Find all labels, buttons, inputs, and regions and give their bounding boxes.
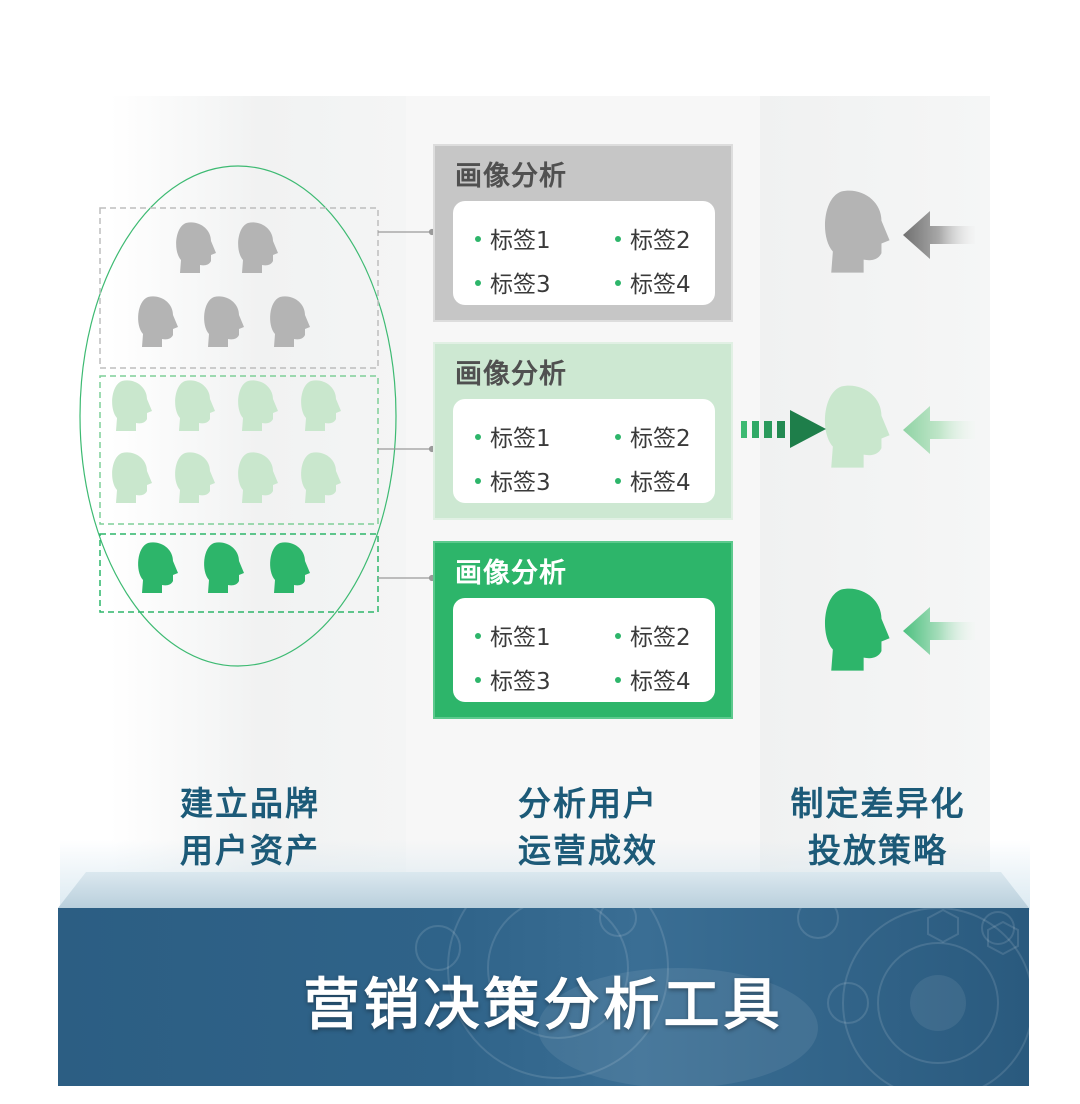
tag-item: 标签2: [615, 221, 691, 255]
head-icon: [204, 296, 244, 347]
head-icon: [238, 452, 278, 503]
head-icon: [301, 380, 341, 431]
base-platform-top: [58, 872, 1029, 908]
incoming-arrows: [903, 211, 975, 655]
head-icon: [138, 542, 178, 593]
arrow-left-icon: [903, 406, 975, 454]
profile-analysis-card-green: 画像分析 标签1 标签2 标签3 标签4: [433, 541, 733, 719]
arrow-left-icon: [903, 211, 975, 259]
head-icon: [301, 452, 341, 503]
head-icon: [824, 190, 890, 273]
head-icon: [175, 380, 215, 431]
head-icon: [238, 222, 278, 273]
tech-background-graphic: [415, 908, 1029, 1086]
segment-box-gray: [99, 207, 379, 369]
head-icon: [176, 222, 216, 273]
card-title: 画像分析: [455, 161, 567, 192]
tag-item: 标签1: [475, 221, 551, 255]
profile-analysis-card-gray: 画像分析 标签1 标签2 标签3 标签4: [433, 144, 733, 322]
profile-analysis-card-light: 画像分析 标签1 标签2 标签3 标签4: [433, 342, 733, 520]
tag-item: 标签1: [475, 618, 551, 652]
head-icon: [270, 296, 310, 347]
column-label-strategy: 制定差异化 投放策略: [728, 780, 1028, 874]
head-icon: [112, 380, 152, 431]
green-user-heads: [138, 542, 310, 593]
connectors: [378, 228, 436, 582]
arrow-right-icon: [741, 410, 826, 448]
card-title: 画像分析: [455, 558, 567, 589]
card-tag-panel: 标签1 标签2 标签3 标签4: [453, 201, 715, 305]
card-tag-panel: 标签1 标签2 标签3 标签4: [453, 598, 715, 702]
head-icon: [204, 542, 244, 593]
head-icon: [112, 452, 152, 503]
column-label-line: 分析用户: [518, 784, 658, 823]
user-segmentation-diagram: [79, 165, 975, 671]
tag-item: 标签4: [615, 265, 691, 299]
head-icon: [270, 542, 310, 593]
column-label-line: 建立品牌: [180, 784, 320, 823]
tag-item: 标签3: [475, 463, 551, 497]
head-icon: [175, 452, 215, 503]
gray-user-heads: [138, 222, 310, 347]
column-label-analysis: 分析用户 运营成效: [438, 780, 738, 874]
tag-item: 标签3: [475, 662, 551, 696]
segment-box-green: [99, 533, 379, 613]
card-title: 画像分析: [455, 359, 567, 390]
base-title: 营销决策分析工具: [303, 973, 784, 1038]
tag-item: 标签4: [615, 662, 691, 696]
tag-item: 标签4: [615, 463, 691, 497]
head-icon: [824, 588, 890, 671]
head-icon: [138, 296, 178, 347]
tag-item: 标签1: [475, 419, 551, 453]
column-label-line: 投放策略: [808, 831, 948, 870]
tag-item: 标签2: [615, 618, 691, 652]
target-heads: [824, 190, 890, 671]
column-label-line: 运营成效: [518, 831, 658, 870]
light-green-user-heads: [112, 380, 341, 503]
base-platform: 营销决策分析工具: [58, 908, 1029, 1086]
column-label-line: 制定差异化: [790, 784, 966, 823]
head-icon: [238, 380, 278, 431]
arrow-left-icon: [903, 607, 975, 655]
tag-item: 标签2: [615, 419, 691, 453]
segment-box-light: [99, 375, 379, 525]
column-label-brand-assets: 建立品牌 用户资产: [100, 780, 400, 874]
card-tag-panel: 标签1 标签2 标签3 标签4: [453, 399, 715, 503]
tag-item: 标签3: [475, 265, 551, 299]
user-group-ellipse: [79, 165, 397, 667]
head-icon: [824, 385, 890, 468]
column-label-line: 用户资产: [180, 831, 320, 870]
